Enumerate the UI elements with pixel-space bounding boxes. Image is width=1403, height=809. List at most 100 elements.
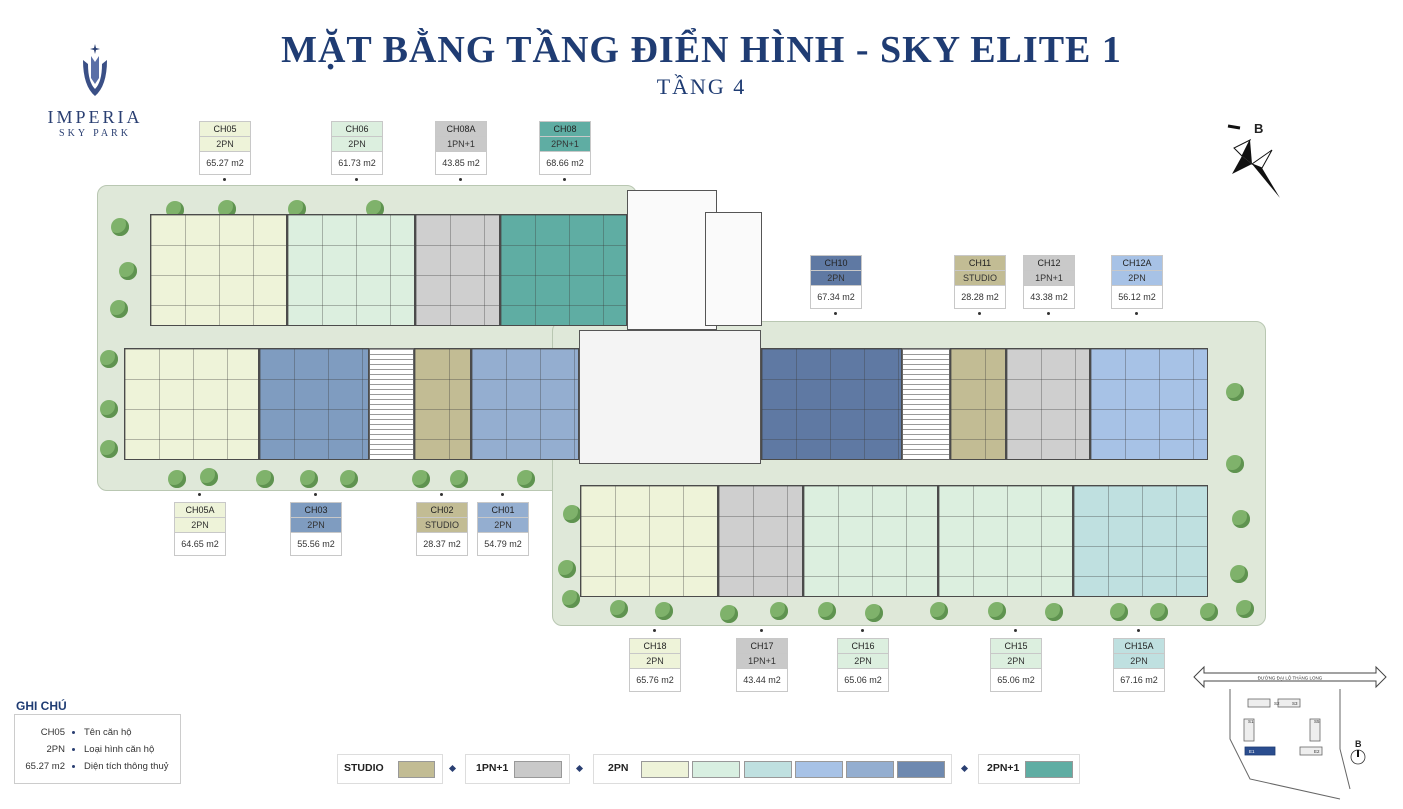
tree-icon [1232, 510, 1250, 528]
apartment-ch12a[interactable] [1090, 348, 1208, 460]
apartment-ch05a[interactable] [124, 348, 259, 460]
apartment-ch08a[interactable] [415, 214, 500, 326]
key-label: 2PN [608, 762, 629, 774]
unit-type: 2PN [1112, 271, 1162, 286]
unit-code: CH02 [417, 503, 467, 518]
site-location-map: ĐƯỜNG ĐẠI LỘ THĂNG LONG S2 S3 S1 S5 E1 E… [1190, 659, 1390, 804]
tree-icon [770, 602, 788, 620]
key-2pn1: 2PN+1 [978, 754, 1080, 784]
apartment-ch06[interactable] [287, 214, 415, 326]
apartment-ch16[interactable] [803, 485, 938, 597]
unit-area: 65.06 m2 [844, 675, 882, 685]
unit-label-pointer [834, 312, 837, 315]
apartment-ch15a[interactable] [1073, 485, 1208, 597]
unit-type: 1PN+1 [737, 654, 787, 669]
tree-icon [168, 470, 186, 488]
notes-row: 65.27 m2 Diện tích thông thuỷ [15, 758, 180, 776]
tree-icon [563, 505, 581, 523]
apartment-ch03[interactable] [259, 348, 369, 460]
unit-label-pointer [440, 493, 443, 496]
tree-icon [818, 602, 836, 620]
tree-icon [610, 600, 628, 618]
unit-code: CH18 [630, 639, 680, 654]
unit-label-pointer [223, 178, 226, 181]
unit-area: 56.12 m2 [1118, 292, 1156, 302]
unit-type: 2PN [838, 654, 888, 669]
apartment-ch10[interactable] [761, 348, 902, 460]
apartment-ch01[interactable] [471, 348, 579, 460]
unit-area: 43.85 m2 [442, 158, 480, 168]
unit-code: CH05 [200, 122, 250, 137]
key-label: 2PN+1 [987, 762, 1020, 774]
site-map-block-label: E2 [1314, 749, 1320, 754]
unit-code: CH01 [478, 503, 528, 518]
site-map-road-label: ĐƯỜNG ĐẠI LỘ THĂNG LONG [1258, 675, 1323, 681]
unit-area: 68.66 m2 [546, 158, 584, 168]
unit-area: 65.27 m2 [206, 158, 244, 168]
notes-value: Loại hình căn hộ [84, 744, 155, 755]
unit-code: CH17 [737, 639, 787, 654]
notes-value: Tên căn hộ [84, 727, 132, 738]
unit-area: 67.34 m2 [817, 292, 855, 302]
unit-label-pointer [1137, 629, 1140, 632]
unit-type: 1PN+1 [436, 137, 486, 152]
tree-icon [562, 590, 580, 608]
tree-icon [256, 470, 274, 488]
unit-label-pointer [459, 178, 462, 181]
tree-icon [1200, 603, 1218, 621]
unit-type: 2PN [332, 137, 382, 152]
core-north-corridor [627, 190, 717, 330]
swatch-2pn1 [1025, 761, 1073, 778]
apartment-ch08[interactable] [500, 214, 627, 326]
unit-code: CH16 [838, 639, 888, 654]
unit-label-pointer [1047, 312, 1050, 315]
apartment-ch02[interactable] [414, 348, 471, 460]
unit-area: 61.73 m2 [338, 158, 376, 168]
swatch-1pn1 [514, 761, 562, 778]
unit-label-pointer [501, 493, 504, 496]
apartment-ch12[interactable] [1006, 348, 1090, 460]
apartment-ch11[interactable] [950, 348, 1006, 460]
apartment-ch18[interactable] [580, 485, 718, 597]
core-refuge-room [705, 212, 762, 326]
unit-type: 2PN [1114, 654, 1164, 669]
apartment-ch15[interactable] [938, 485, 1073, 597]
apartment-ch05[interactable] [150, 214, 287, 326]
site-map-north-label: B [1355, 739, 1362, 749]
key-label: STUDIO [344, 762, 384, 774]
unit-area: 43.44 m2 [743, 675, 781, 685]
unit-label-pointer [314, 493, 317, 496]
tree-icon [720, 605, 738, 623]
site-map-block-label: S2 [1274, 701, 1280, 706]
apartment-ch17[interactable] [718, 485, 803, 597]
unit-label-pointer [861, 629, 864, 632]
compass-icon [1227, 124, 1280, 198]
unit-type: 2PN [291, 518, 341, 533]
page-title: MẶT BẰNG TẦNG ĐIỂN HÌNH - SKY ELITE 1 [281, 29, 1122, 71]
unit-area: 65.06 m2 [997, 675, 1035, 685]
swatch-2pn [897, 761, 945, 778]
swatch-2pn [641, 761, 689, 778]
site-map-block-label: S3 [1292, 701, 1298, 706]
logo-name: IMPERIA [47, 107, 143, 127]
tree-icon [111, 218, 129, 236]
unit-area: 65.76 m2 [636, 675, 674, 685]
tree-icon [110, 300, 128, 318]
